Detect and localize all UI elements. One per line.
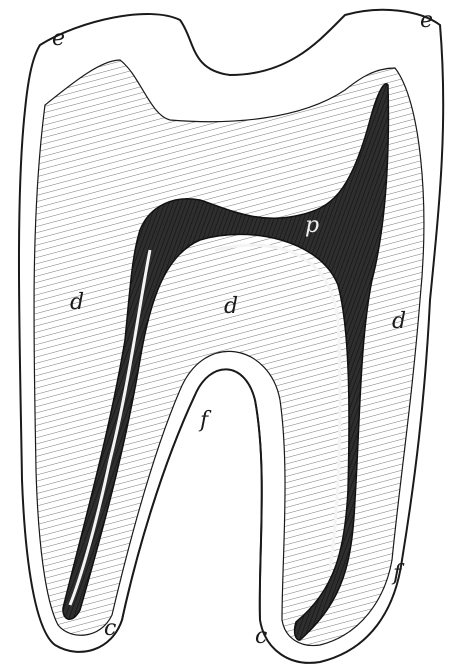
label-d-center: d [224,296,238,318]
label-d-right: d [392,311,406,333]
label-e-right: e [420,10,433,32]
label-e-left: e [52,28,65,50]
label-c-left: c [104,618,116,640]
label-c-center: c [255,626,267,648]
label-f-center: f [200,410,208,432]
label-p: p [305,215,319,237]
label-d-left: d [70,292,84,314]
label-f-right: f [393,563,401,585]
